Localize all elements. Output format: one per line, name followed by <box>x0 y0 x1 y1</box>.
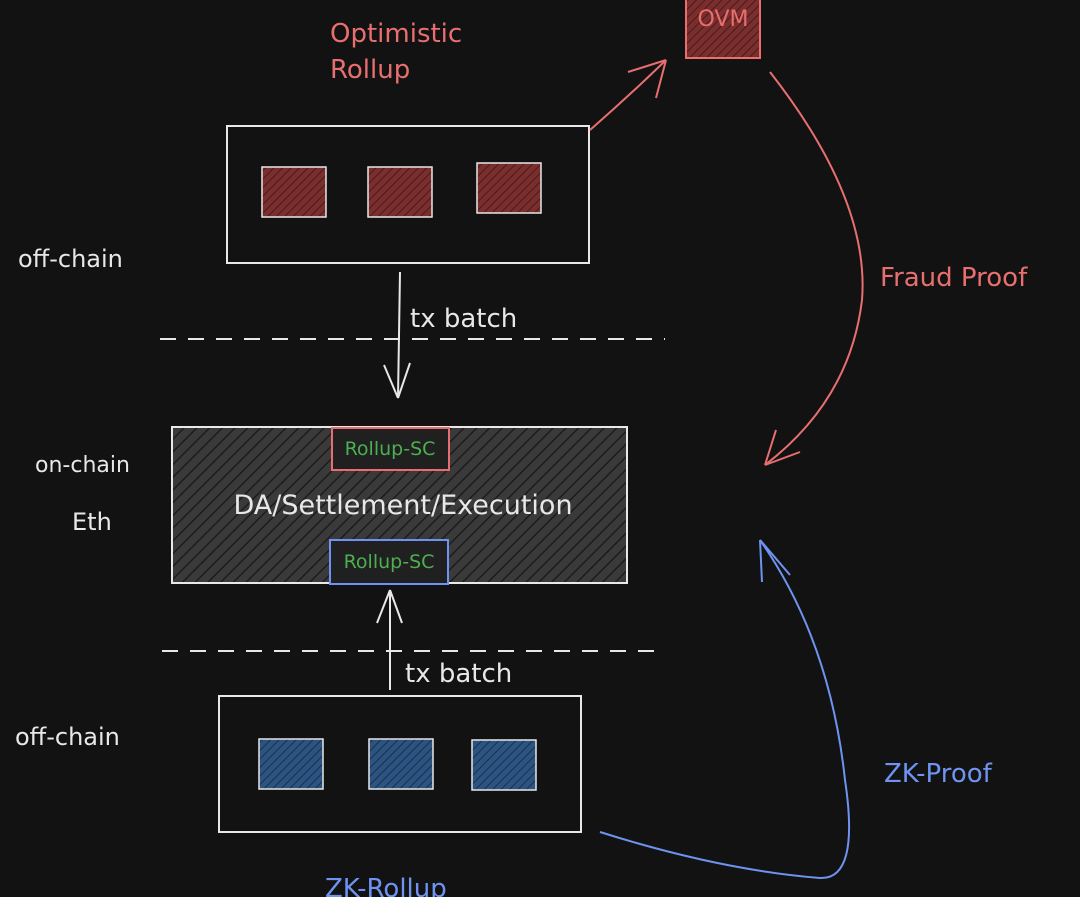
tx-batch-top-label: tx batch <box>410 304 517 334</box>
optimistic-tx-block <box>261 166 327 218</box>
zk-tx-block <box>258 738 324 790</box>
off-chain-bottom-label: off-chain <box>15 723 120 751</box>
rollup-sc-optimistic-label: Rollup-SC <box>345 438 436 460</box>
ovm-box: OVM <box>685 0 761 59</box>
on-chain-label: on-chain <box>35 453 130 478</box>
off-chain-top-label: off-chain <box>18 245 123 273</box>
optimistic-tx-block <box>476 162 542 214</box>
zk-tx-block <box>471 739 537 791</box>
rollup-sc-zk-box <box>329 539 449 585</box>
optimistic-rollup-label-line1: Optimistic <box>330 19 462 49</box>
zk-proof-label: ZK-Proof <box>884 759 993 789</box>
tx-batch-top-arrow <box>383 271 411 399</box>
optimistic-rollup-box <box>226 125 590 264</box>
fraud-proof-label: Fraud Proof <box>880 263 1028 293</box>
zk-rollup-box <box>218 695 582 833</box>
optimistic-to-ovm-arrow <box>589 59 667 131</box>
eth-label: Eth <box>72 508 112 536</box>
fraud-proof-arrow <box>764 71 864 466</box>
rollup-sc-zk-label: Rollup-SC <box>344 551 435 573</box>
rollup-sc-optimistic-box <box>331 427 450 471</box>
zk-proof-arrow <box>599 539 851 880</box>
zk-tx-block <box>368 738 434 790</box>
settlement-layer-label: DA/Settlement/Execution <box>233 490 572 521</box>
tx-batch-bottom-arrow <box>376 589 403 690</box>
tx-batch-bottom-label: tx batch <box>405 659 512 689</box>
ovm-label: OVM <box>698 7 749 32</box>
optimistic-tx-block <box>367 166 433 218</box>
optimistic-rollup-label-line2: Rollup <box>330 55 410 85</box>
zk-rollup-label: ZK-Rollup <box>325 874 447 897</box>
settlement-layer-box: Rollup-SC DA/Settlement/Execution Rollup… <box>171 426 628 585</box>
